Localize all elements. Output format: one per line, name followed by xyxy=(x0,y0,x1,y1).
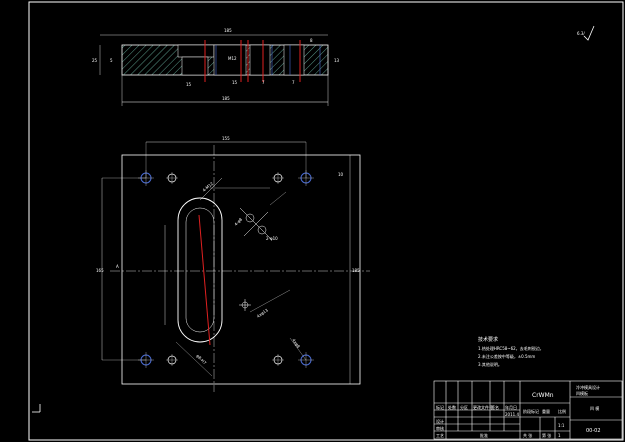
dim-width: 185 xyxy=(222,96,230,101)
sheet-value: 第 张 xyxy=(542,432,551,438)
rev-label-2: 分区 xyxy=(460,404,468,410)
weight-label: 重量 xyxy=(542,408,550,414)
part-name: 凹 模 xyxy=(590,405,599,411)
qty-value: 1 xyxy=(558,433,561,438)
diag-spec-1: 4-φ8 xyxy=(233,216,243,226)
stage-label: 阶段标记 xyxy=(523,408,539,414)
dim-hole-d: 7 xyxy=(292,80,295,85)
diag-spec-3: 4xφ8 xyxy=(291,338,301,350)
notes-line-3: 3.其他说明。 xyxy=(478,361,502,367)
hole-spec-1: 4-M12 xyxy=(201,181,214,193)
dim-right-h: 13 xyxy=(334,58,340,63)
scale-label: 比例 xyxy=(558,408,566,414)
row-designer: 设计 xyxy=(436,418,444,424)
dim-right-vert: 185 xyxy=(352,268,360,273)
dim-hole-c: 7 xyxy=(262,80,265,85)
notes-line-2: 2.未注公差按中等级，±0.5mm xyxy=(478,353,535,359)
dim-left-small: 5 xyxy=(110,58,113,63)
roughness-symbol: 6.3/ xyxy=(577,25,595,41)
drawing-number: 00-02 xyxy=(586,428,601,434)
dim-left-vert: 165 xyxy=(96,268,104,273)
center-mark: A xyxy=(116,264,119,269)
plan-view: 155 165 185 10 A xyxy=(96,136,370,392)
dim-top-span: 155 xyxy=(222,136,230,141)
rev-label-3: 更改文件号 xyxy=(473,404,493,410)
hole-spec-2: 2-φ10 xyxy=(266,236,278,241)
notes-line-1: 1.热处理HRC58~62，去毛刺锐边， xyxy=(478,345,544,351)
sheet-label: 共 张 xyxy=(523,432,532,438)
dim-small-e: 8 xyxy=(310,38,313,43)
dim-center-label: M12 xyxy=(228,56,237,61)
crosshair-holes xyxy=(239,207,273,241)
row-checker: 审核 xyxy=(436,425,444,431)
drawing-border xyxy=(28,1,624,441)
ucs-icon xyxy=(32,404,41,413)
company-line-1: 冷冲模具设计 xyxy=(576,384,600,390)
company-line-2: 凹模板 xyxy=(576,390,588,396)
row-process: 工艺 xyxy=(436,433,444,438)
dim-length: 185 xyxy=(224,28,232,33)
roughness-mark: 6.3/ xyxy=(577,31,585,36)
die-slot xyxy=(177,197,223,343)
row-approve: 批准 xyxy=(480,432,488,438)
title-block xyxy=(433,380,623,440)
diag-spec-2: 4xφ13 xyxy=(256,307,270,319)
dim-hole-a: 15 xyxy=(186,82,192,87)
rev-label-5: 年月日 xyxy=(505,404,517,410)
technical-notes: 技术要求 1.热处理HRC58~62，去毛刺锐边， 2.未注公差按中等级，±0.… xyxy=(478,336,544,367)
rev-label-1: 处数 xyxy=(448,404,456,410)
notes-title: 技术要求 xyxy=(478,336,498,343)
title-block-text: CrWMn 冷冲模具设计 凹模板 凹 模 00-02 阶段标记 重量 比例 1:… xyxy=(436,384,601,438)
material: CrWMn xyxy=(532,392,554,399)
dim-left-h: 25 xyxy=(92,58,98,63)
dim-right-small: 10 xyxy=(338,172,344,177)
rev-label-4: 签名 xyxy=(491,404,499,410)
section-view: 185 185 25 5 15 15 7 7 M12 13 8 xyxy=(92,28,340,106)
date-row: 2011.4 xyxy=(505,412,519,417)
scale-value: 1:1 xyxy=(558,423,565,428)
slot-spec: φ8-H7 xyxy=(195,353,207,365)
rev-label-0: 标记 xyxy=(436,404,444,410)
dim-hole-b: 15 xyxy=(232,80,238,85)
